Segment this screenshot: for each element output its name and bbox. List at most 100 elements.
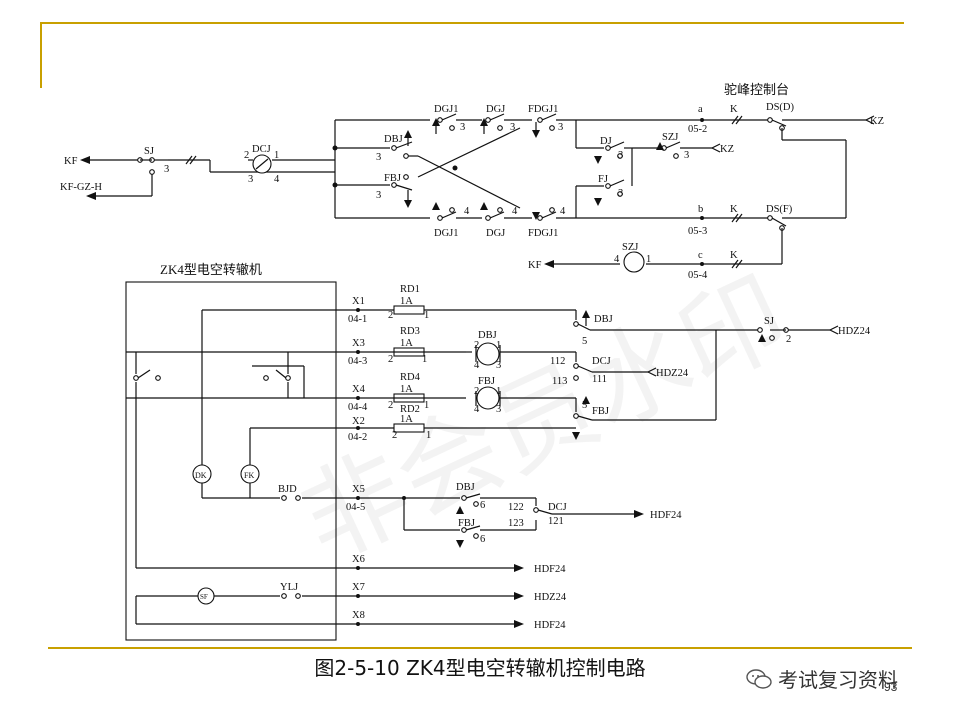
figure-caption: 图2-5-10 ZK4型电空转辙机控制电路: [314, 656, 646, 680]
label-hdz24-x7: HDZ24: [534, 592, 567, 603]
label-dcj-lower: DCJ: [548, 502, 567, 513]
label-dgj-bottom: DGJ: [486, 228, 505, 239]
svg-text:X1: X1: [352, 296, 365, 307]
label-rd4: RD4: [400, 372, 421, 383]
label-kz-top: KZ: [870, 116, 884, 127]
svg-text:2: 2: [474, 340, 479, 351]
svg-text:04-2: 04-2: [348, 432, 367, 443]
label-kf-bottom: KF: [528, 260, 542, 271]
svg-text:1A: 1A: [400, 338, 413, 349]
svg-text:K: K: [730, 204, 738, 215]
label-szj-bottom: SZJ: [622, 242, 638, 253]
svg-text:4: 4: [512, 206, 518, 217]
label-dgj1-bottom: DGJ1: [434, 228, 459, 239]
label-dk: DK: [195, 471, 207, 480]
svg-text:2: 2: [474, 386, 479, 397]
label-rd2: RD2: [400, 404, 420, 415]
label-dj: DJ: [600, 136, 612, 147]
label-fbj-coil: FBJ: [478, 376, 495, 387]
frame-left-rule: [40, 22, 42, 88]
svg-text:3: 3: [558, 122, 563, 133]
svg-text:05-4: 05-4: [688, 270, 708, 281]
brand: 考试复习资料: [746, 664, 898, 693]
label-fj: FJ: [598, 174, 608, 185]
svg-text:K: K: [730, 104, 738, 115]
svg-text:1: 1: [646, 254, 651, 265]
svg-text:1: 1: [496, 386, 501, 397]
label-fdgj1-top: FDGJ1: [528, 104, 558, 115]
svg-text:3: 3: [618, 150, 623, 161]
label-fbj-top: FBJ: [384, 173, 401, 184]
label-ds-f: DS(F): [766, 204, 793, 215]
svg-text:1: 1: [424, 400, 429, 411]
svg-text:2: 2: [388, 354, 393, 365]
svg-text:5: 5: [582, 336, 587, 347]
brand-text: 考试复习资料: [778, 668, 898, 692]
label-dgj-top: DGJ: [486, 104, 505, 115]
svg-text:b: b: [698, 204, 703, 215]
label-ds-d: DS(D): [766, 102, 795, 113]
svg-text:1A: 1A: [400, 384, 413, 395]
svg-text:c: c: [698, 250, 703, 261]
label-bjd: BJD: [278, 484, 297, 495]
svg-text:3: 3: [510, 122, 515, 133]
wechat-icon: [746, 668, 772, 689]
svg-text:1: 1: [422, 354, 427, 365]
svg-text:X6: X6: [352, 554, 365, 565]
machine-labels: X1 04-1 RD1 1A 2 1 DBJ 5 X3 04-3 RD3 1A …: [195, 284, 871, 631]
label-dbj-coil: DBJ: [478, 330, 497, 341]
svg-text:3: 3: [376, 190, 381, 201]
label-hdf24-mid: HDF24: [650, 510, 682, 521]
svg-text:5: 5: [582, 400, 587, 411]
label-hdz24-top: HDZ24: [838, 326, 871, 337]
label-fbj-lower: FBJ: [458, 518, 475, 529]
svg-text:2: 2: [388, 400, 393, 411]
svg-text:3: 3: [376, 152, 381, 163]
svg-text:3: 3: [684, 150, 689, 161]
label-sj-machine: SJ: [764, 316, 774, 327]
machine-box: [125, 281, 337, 641]
label-ylj: YLJ: [280, 582, 298, 593]
label-kf-gz-h: KF-GZ-H: [60, 182, 102, 193]
svg-text:04-3: 04-3: [348, 356, 367, 367]
svg-text:4: 4: [614, 254, 620, 265]
svg-text:05-2: 05-2: [688, 124, 707, 135]
svg-text:K: K: [730, 250, 738, 261]
svg-text:113: 113: [552, 376, 567, 387]
label-dcj-machine: DCJ: [592, 356, 611, 367]
svg-text:04-1: 04-1: [348, 314, 367, 325]
label-fdgj1-bottom: FDGJ1: [528, 228, 558, 239]
label-rd1: RD1: [400, 284, 420, 295]
label-fk: FK: [244, 471, 254, 480]
svg-text:4: 4: [474, 360, 480, 371]
svg-text:3: 3: [496, 404, 501, 415]
svg-text:6: 6: [480, 534, 485, 545]
label-kf: KF: [64, 156, 78, 167]
svg-text:1: 1: [424, 310, 429, 321]
svg-text:4: 4: [474, 404, 480, 415]
svg-text:a: a: [698, 104, 703, 115]
svg-text:1: 1: [274, 150, 279, 161]
svg-text:2: 2: [388, 310, 393, 321]
page-number: 93: [884, 680, 898, 694]
label-dbj-lower: DBJ: [456, 482, 475, 493]
top-circuit: [80, 113, 875, 273]
svg-text:112: 112: [550, 356, 565, 367]
label-szj-mid: SZJ: [662, 132, 678, 143]
label-dcj-top: DCJ: [252, 144, 271, 155]
machine-circuit: ZK4型电空转辙机: [125, 262, 839, 641]
console-title: 驼峰控制台: [724, 82, 789, 97]
svg-text:121: 121: [548, 516, 564, 527]
svg-text:1: 1: [426, 430, 431, 441]
svg-text:1A: 1A: [400, 414, 413, 425]
label-dbj-machine: DBJ: [594, 314, 613, 325]
svg-text:X7: X7: [352, 582, 365, 593]
svg-text:4: 4: [560, 206, 566, 217]
svg-text:X2: X2: [352, 416, 365, 427]
svg-text:3: 3: [460, 122, 465, 133]
label-hdf24-x6: HDF24: [534, 564, 566, 575]
svg-text:111: 111: [592, 374, 607, 385]
svg-text:6: 6: [480, 500, 485, 511]
svg-text:2: 2: [244, 150, 249, 161]
